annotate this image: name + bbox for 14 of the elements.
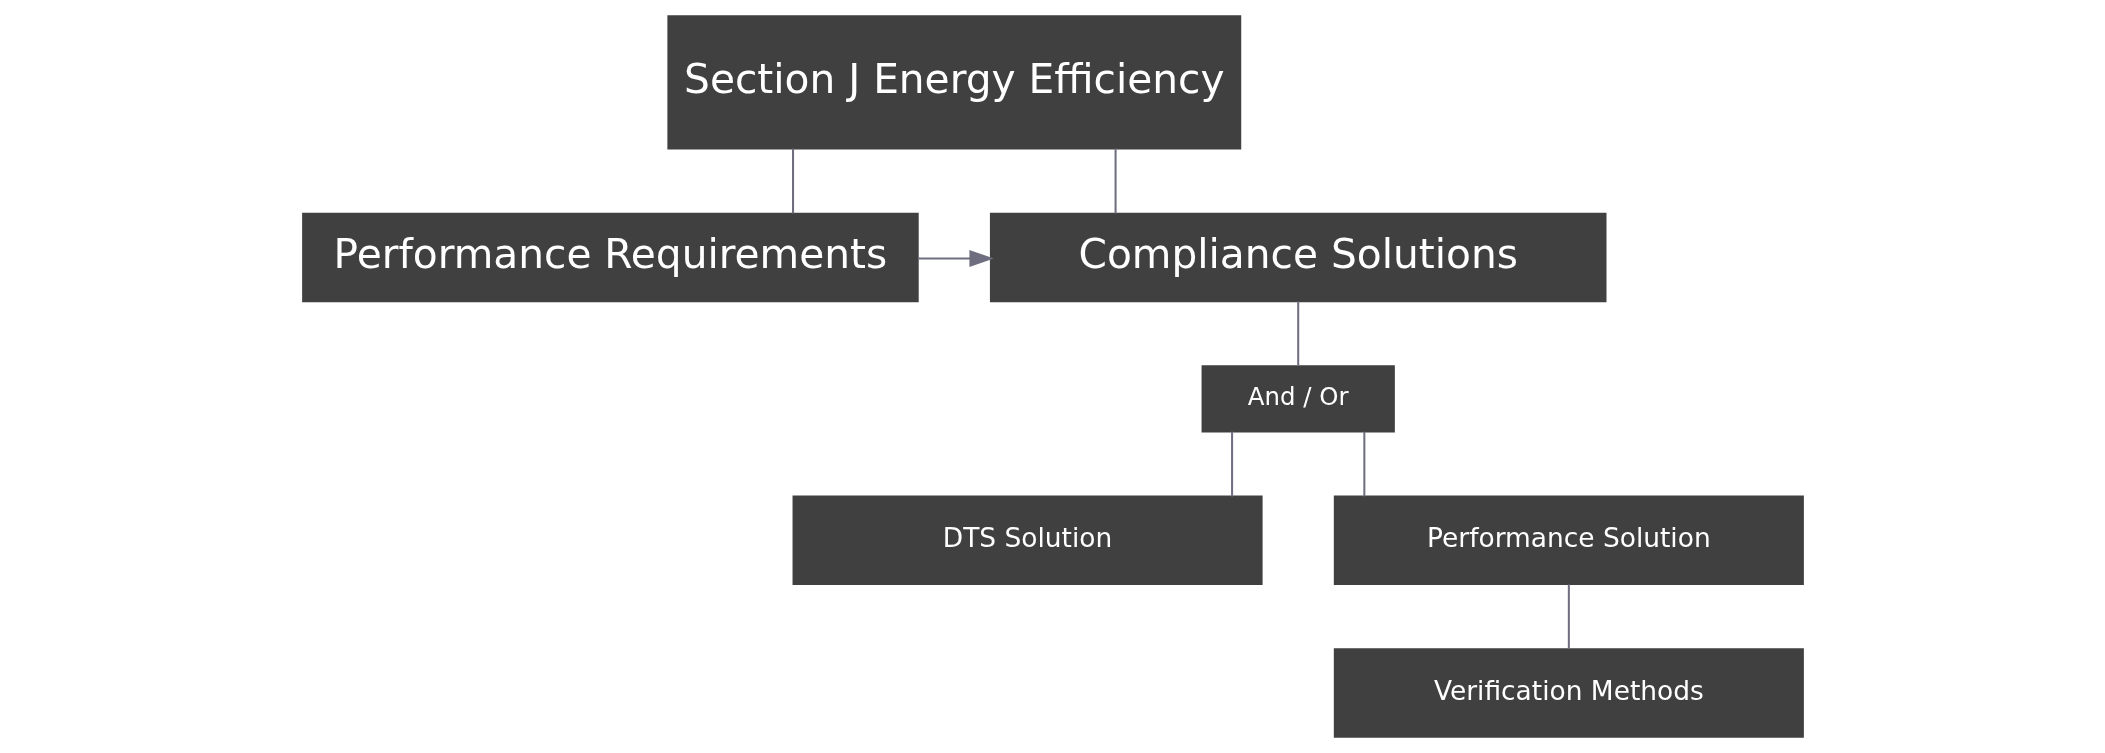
node-box: Performance Requirements bbox=[301, 212, 919, 303]
connector bbox=[1230, 431, 1233, 497]
node-box: Compliance Solutions bbox=[989, 212, 1606, 303]
arrow bbox=[917, 249, 994, 268]
connector bbox=[791, 148, 794, 214]
connector bbox=[1114, 148, 1117, 214]
connector bbox=[1567, 584, 1570, 649]
connector bbox=[1362, 431, 1365, 497]
connector bbox=[1296, 301, 1299, 366]
node-box: Verification Methods bbox=[1333, 648, 1804, 738]
node-box: And / Or bbox=[1201, 365, 1395, 433]
node-box: DTS Solution bbox=[792, 495, 1263, 586]
node-box: Performance Solution bbox=[1333, 495, 1804, 586]
node-box: Section J Energy Efficiency bbox=[666, 15, 1241, 150]
